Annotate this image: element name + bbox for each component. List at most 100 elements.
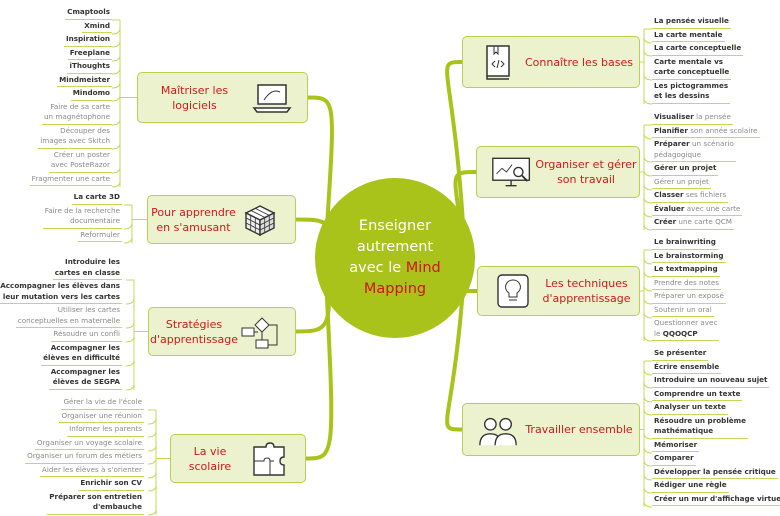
branch-amusant[interactable]: Pour apprendre en s'amusant [147,195,296,244]
center-highlight-mapping: Mapping [363,281,427,297]
leaf-item[interactable]: Reformuler [78,229,122,242]
leaf-item[interactable]: Organiser une réunion [59,410,144,423]
leaf-item[interactable]: Organiser un voyage scolaire [34,437,144,450]
leaf-item[interactable]: Freeplane [67,47,112,60]
leaf-item[interactable]: Créer un mur d'affichage virtuel [652,493,780,506]
lightbulb-icon [492,272,534,310]
leaf-item[interactable]: Analyser un texte [652,401,728,415]
leaf-item[interactable]: Résoudre un confli [51,328,122,342]
connector [111,40,121,48]
connector [125,383,135,391]
branch-organiser[interactable]: Organiser et gérer son travail [476,146,640,198]
leaf-item[interactable]: Créer une carte QCM [652,216,734,230]
leaf-bold-text: QQOQCP [662,328,698,338]
leaf-bold-text: Le textmapping [654,264,718,273]
leaf-bold-text: Freeplane [69,47,110,57]
leaf-item[interactable]: Prendre des notes [652,277,721,290]
leaf-item[interactable]: Organiser un forum des métiers [25,450,144,464]
connector [643,169,653,177]
leaf-item[interactable]: La pensée visuelle [652,15,731,29]
leaf-item[interactable]: La carte mentale [652,29,725,42]
leaf-item[interactable]: Fragmenter une carte [29,173,112,186]
branch-techniques[interactable]: Les techniques d'apprentissage [477,266,640,316]
leaf-item[interactable]: Classer ses fichiers [652,189,729,203]
leaf-item[interactable]: Développer la pensée critique [652,466,778,479]
branch-strategies[interactable]: Stratégies d'apprentissage [148,307,296,356]
leaf-item[interactable]: Introduire un nouveau sujet [652,374,770,388]
leaf-item[interactable]: Mémoriser [652,439,700,452]
leaf-item[interactable]: Mindmeister [57,74,112,87]
leaf-text: ses fichiers [683,190,727,199]
leaf-item[interactable]: Gérer un projet [652,162,719,176]
leaf-item[interactable]: iThoughts [67,60,112,74]
leaf-text: Gérer la vie de l'école [63,397,142,406]
leaf-item[interactable]: Xmind [82,20,112,33]
connector [643,446,653,454]
leaf-item[interactable]: Gérer un projet [652,176,711,189]
branch-vie[interactable]: La vie scolaire [170,434,306,483]
central-topic[interactable]: Enseigner autrement avec le Mind Mapping [315,178,475,338]
leaf-item[interactable]: Le textmapping [652,263,720,277]
leaf-item[interactable]: Mindomo [70,87,112,101]
leaf-item[interactable]: Le brainwriting [652,236,718,250]
leaf-bold-text: Gérer un projet [654,163,717,172]
connector [111,118,121,126]
leaf-item[interactable]: Écrire ensemble [652,361,722,374]
leaf-item[interactable]: Rédiger une règle [652,479,729,493]
leaf-item[interactable]: Inspiration [63,33,112,47]
branch-label: La vie scolaire [188,444,232,473]
branch-ensemble[interactable]: Travailler ensemble [462,403,640,456]
connector [111,81,121,89]
branch-bases[interactable]: Connaître les bases [462,36,640,88]
connector [643,395,653,403]
leaf-item[interactable]: Évaluer avec une carte [652,203,743,216]
leaf-item[interactable]: La carte 3D [71,191,122,205]
leaf-item[interactable]: Visualiser la pensée [652,111,733,125]
connector [643,408,653,416]
leaf-item[interactable]: Préparer un exposé [652,290,726,304]
branch-label: Organiser et gérer son travail [535,158,637,186]
branch-label: Stratégies d'apprentissage [149,317,239,346]
book-icon [477,43,519,81]
center-line-3: avec le Mind [349,258,440,279]
connector [123,236,133,244]
leaf-text: Aider les élèves à s'orienter [41,464,142,474]
leaf-item[interactable]: La carte conceptuelle [652,42,744,56]
leaf-item[interactable]: Comprendre un texte [652,388,743,401]
leaf-item[interactable]: Cmaptools [65,6,112,20]
leaf-item[interactable]: Gérer la vie de l'école [61,396,144,410]
leaf-text: Informer les parents [69,424,142,433]
leaf-item[interactable]: Aider les élèves à s'orienter [39,464,144,477]
leaf-item[interactable]: Soutenir un oral [652,304,714,317]
leaf-item[interactable]: Comparer [652,452,696,466]
leaf-item[interactable]: Le brainstorming [652,250,726,263]
connector [643,36,653,44]
leaf-text: la pensée [693,112,731,121]
connector [125,335,135,343]
leaf-item[interactable]: Informer les parents [67,423,144,437]
leaf-item[interactable]: Se présenter [652,347,709,361]
leaf-item[interactable]: Planifier son année scolaire [652,125,760,138]
branch-logiciels[interactable]: Maîtriser les logiciels [137,72,308,123]
leaf-item[interactable]: Enrichir son CV [78,477,144,491]
